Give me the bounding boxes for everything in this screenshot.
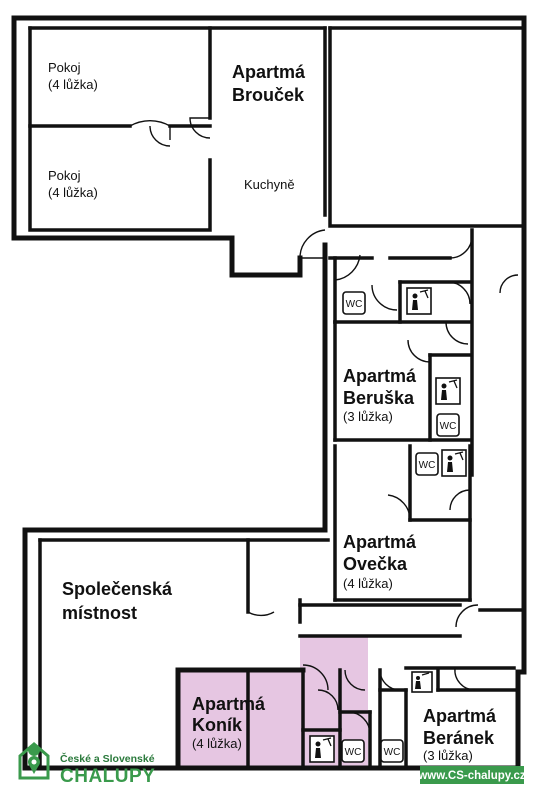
shower-icon <box>309 735 335 763</box>
svg-text:(3 lůžka): (3 lůžka) <box>423 748 473 763</box>
svg-text:Ovečka: Ovečka <box>343 554 408 574</box>
svg-text:Pokoj: Pokoj <box>48 60 81 75</box>
konik-walls <box>175 664 372 771</box>
svg-text:WC: WC <box>345 747 362 758</box>
room-label-broucek: Apartmá Brouček <box>232 62 306 105</box>
room-label-beruska: Apartmá Beruška (3 lůžka) <box>343 366 417 424</box>
shower-icon <box>411 671 433 693</box>
svg-text:WC: WC <box>440 421 457 432</box>
konik-highlight <box>178 670 303 768</box>
wc-symbol: WC <box>380 739 404 763</box>
lower-walls <box>38 538 522 770</box>
brand-logo: České a Slovenské CHALUPY <box>18 742 155 787</box>
svg-text:Pokoj: Pokoj <box>48 168 81 183</box>
wc-symbol: WC <box>415 452 439 476</box>
map-pin-icon <box>28 744 41 756</box>
svg-text:(4 lůžka): (4 lůžka) <box>192 736 242 751</box>
svg-text:Koník: Koník <box>192 715 243 735</box>
room-label-ovecka: Apartmá Ovečka (4 lůžka) <box>343 532 417 591</box>
svg-text:České a Slovenské: České a Slovenské <box>60 752 155 765</box>
svg-text:Apartmá: Apartmá <box>423 706 497 726</box>
shower-icon <box>441 449 467 477</box>
outer-walls <box>11 15 527 771</box>
svg-text:Beránek: Beránek <box>423 728 495 748</box>
room-label-pokoj-upper: Pokoj (4 lůžka) <box>48 60 98 92</box>
svg-text:Beruška: Beruška <box>343 388 415 408</box>
svg-text:Apartmá: Apartmá <box>343 366 417 386</box>
house-icon <box>18 742 50 780</box>
pokoj-walls <box>28 26 327 259</box>
room-label-spolecenska: Společenská místnost <box>62 579 173 623</box>
svg-text:místnost: místnost <box>62 603 137 623</box>
svg-text:Apartmá: Apartmá <box>343 532 417 552</box>
svg-text:WC: WC <box>384 747 401 758</box>
room-label-pokoj-lower: Pokoj (4 lůžka) <box>48 168 98 200</box>
svg-text:(4 lůžka): (4 lůžka) <box>343 576 393 591</box>
ovecka-walls <box>333 444 472 602</box>
wc-symbol: WC <box>342 291 366 315</box>
right-upper-walls <box>328 26 522 228</box>
wc-symbol: WC <box>436 413 460 437</box>
website-url: www.CS-chalupy.cz <box>417 766 526 784</box>
svg-text:www.CS-chalupy.cz: www.CS-chalupy.cz <box>417 770 526 782</box>
svg-text:(3 lůžka): (3 lůžka) <box>343 409 393 424</box>
shower-icon <box>406 287 432 315</box>
svg-text:WC: WC <box>419 460 436 471</box>
beranek-walls <box>378 666 516 770</box>
shower-icon <box>435 377 461 405</box>
svg-text:Apartmá: Apartmá <box>192 694 266 714</box>
svg-text:(4 lůžka): (4 lůžka) <box>48 77 98 92</box>
svg-text:Společenská: Společenská <box>62 579 173 599</box>
svg-text:(4 lůžka): (4 lůžka) <box>48 185 98 200</box>
room-label-kitchen: Kuchyně <box>244 177 295 192</box>
room-label-beranek: Apartmá Beránek (3 lůžka) <box>423 706 497 763</box>
wc-symbol: WC <box>341 739 365 763</box>
svg-text:Brouček: Brouček <box>232 85 305 105</box>
svg-text:WC: WC <box>346 299 363 310</box>
room-label-konik: Apartmá Koník (4 lůžka) <box>192 694 266 751</box>
svg-text:CHALUPY: CHALUPY <box>60 766 155 787</box>
beruska-walls <box>333 320 472 442</box>
upper-bath-walls <box>328 228 519 477</box>
svg-text:Apartmá: Apartmá <box>232 62 306 82</box>
